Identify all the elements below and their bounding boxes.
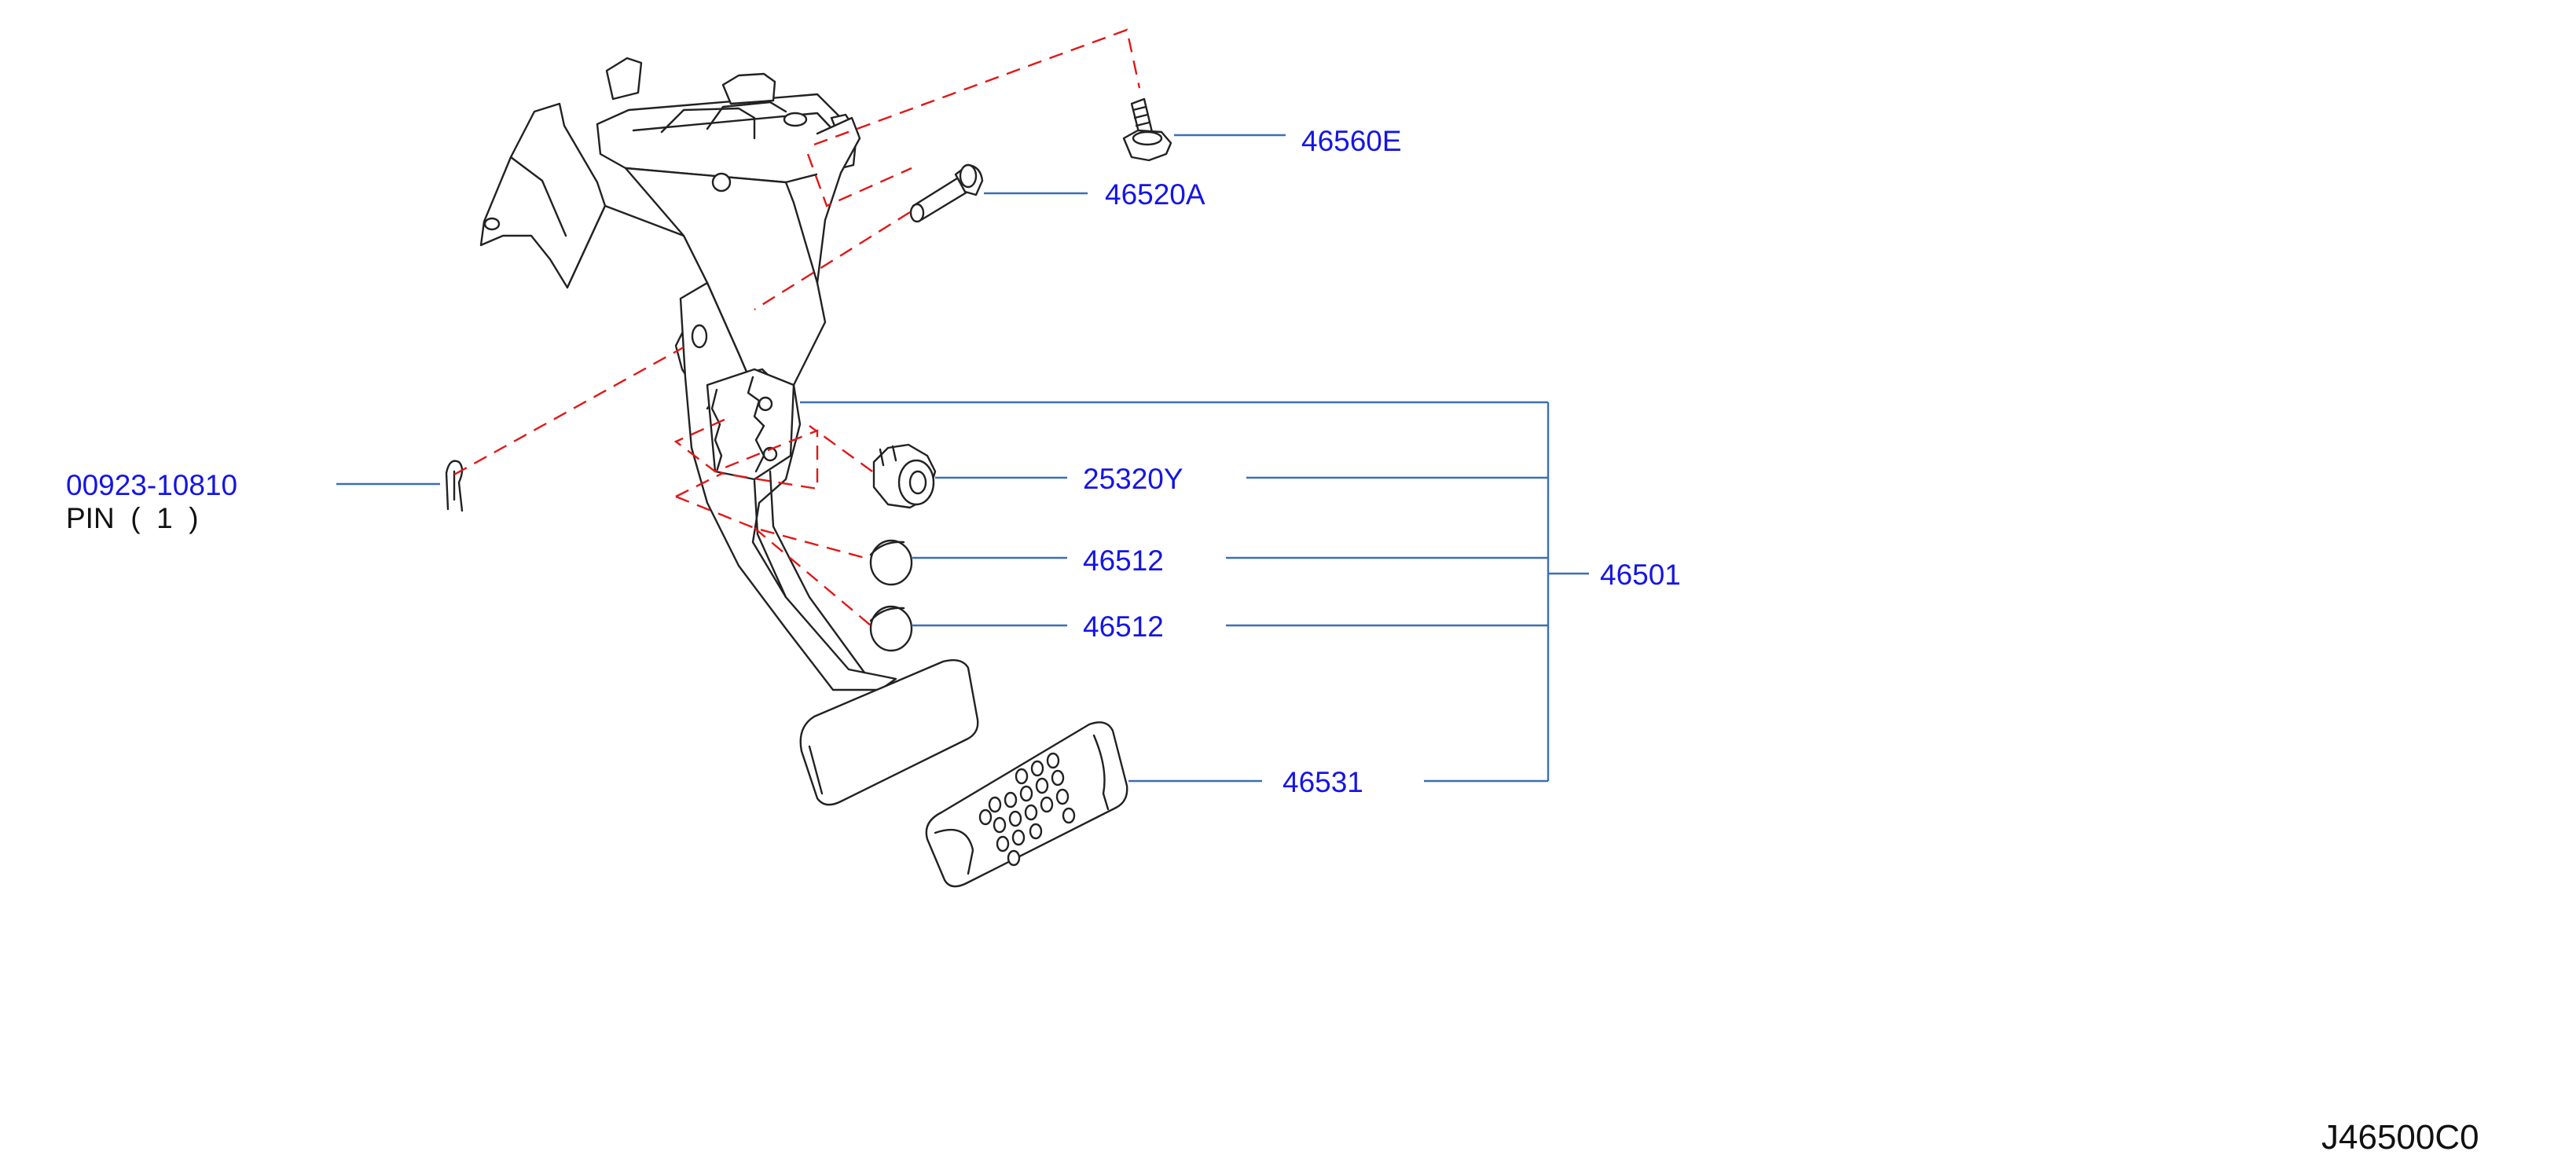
stopper-upper-illustration [869, 539, 913, 586]
label-46512-lower: 46512 [1083, 610, 1164, 643]
label-25320Y: 25320Y [1083, 463, 1183, 495]
stopper-lower-illustration [869, 605, 913, 652]
pedal-bracket-illustration [479, 57, 979, 806]
label-46531: 46531 [1282, 766, 1363, 798]
label-pin-caption: PIN ( 1 ) [66, 502, 199, 534]
label-46501: 46501 [1600, 559, 1681, 591]
label-46560E: 46560E [1301, 125, 1402, 157]
callout-labels: 46560E 46520A 00923-10810 PIN ( 1 ) 2532… [66, 125, 2479, 1157]
clip-pin-illustration [445, 460, 464, 512]
pedal-pad-illustration [925, 721, 1128, 888]
label-00923-10810: 00923-10810 [66, 469, 237, 501]
label-46520A: 46520A [1105, 178, 1205, 211]
leader-lines [336, 134, 1589, 783]
pivot-pin-illustration [909, 163, 984, 223]
pad-grip-dots [978, 752, 1076, 867]
label-46512-upper: 46512 [1083, 544, 1164, 577]
diagram-code: J46500C0 [2321, 1118, 2479, 1157]
bolt-illustration [1122, 97, 1172, 162]
assembly-dashed-lines [453, 28, 1141, 626]
bushing-illustration [872, 443, 937, 509]
